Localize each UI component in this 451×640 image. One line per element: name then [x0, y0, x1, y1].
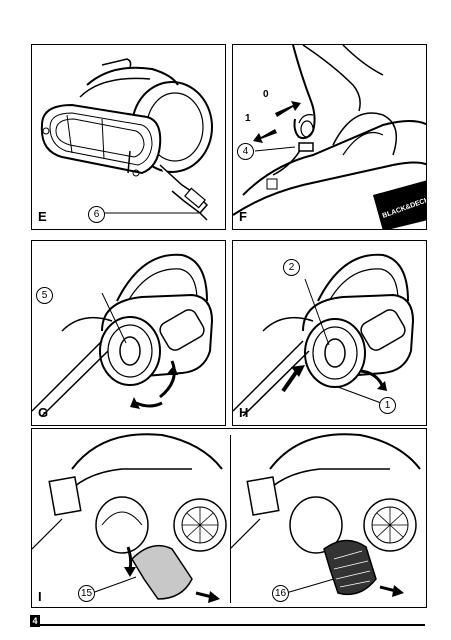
callout-4: 4	[237, 143, 254, 160]
callout-5: 5	[36, 287, 53, 304]
figure-j-illustration	[230, 433, 421, 597]
callout-6: 6	[88, 206, 105, 223]
figure-panel-f: 0 1 4 BLACK&DECKER F	[232, 44, 427, 230]
figure-i-illustration	[32, 433, 227, 603]
switch-position-0: 0	[263, 89, 269, 100]
figure-e-illustration	[40, 58, 213, 221]
panel-label-g: G	[38, 405, 49, 420]
panel-label-f: F	[239, 209, 247, 224]
callout-16: 16	[272, 585, 289, 602]
figure-panel-ij: 15 16 I	[31, 428, 427, 608]
callout-15: 15	[78, 585, 95, 602]
panel-label-i: I	[38, 589, 42, 604]
figure-panel-h: 2 1 H	[232, 240, 427, 426]
panel-label-e: E	[38, 209, 47, 224]
panel-label-h: H	[239, 405, 249, 420]
page-number: 4	[30, 615, 40, 627]
figure-g-illustration	[32, 253, 214, 417]
figure-panel-e: 6 E	[31, 44, 226, 230]
panel-divider	[230, 435, 231, 603]
figure-f-illustration	[233, 45, 426, 229]
figure-panel-g: 5 G	[31, 240, 226, 426]
footer-rule	[30, 624, 425, 626]
callout-1: 1	[379, 397, 396, 414]
switch-position-1: 1	[245, 113, 251, 124]
figure-h-illustration	[233, 253, 415, 417]
callout-2: 2	[283, 259, 300, 276]
